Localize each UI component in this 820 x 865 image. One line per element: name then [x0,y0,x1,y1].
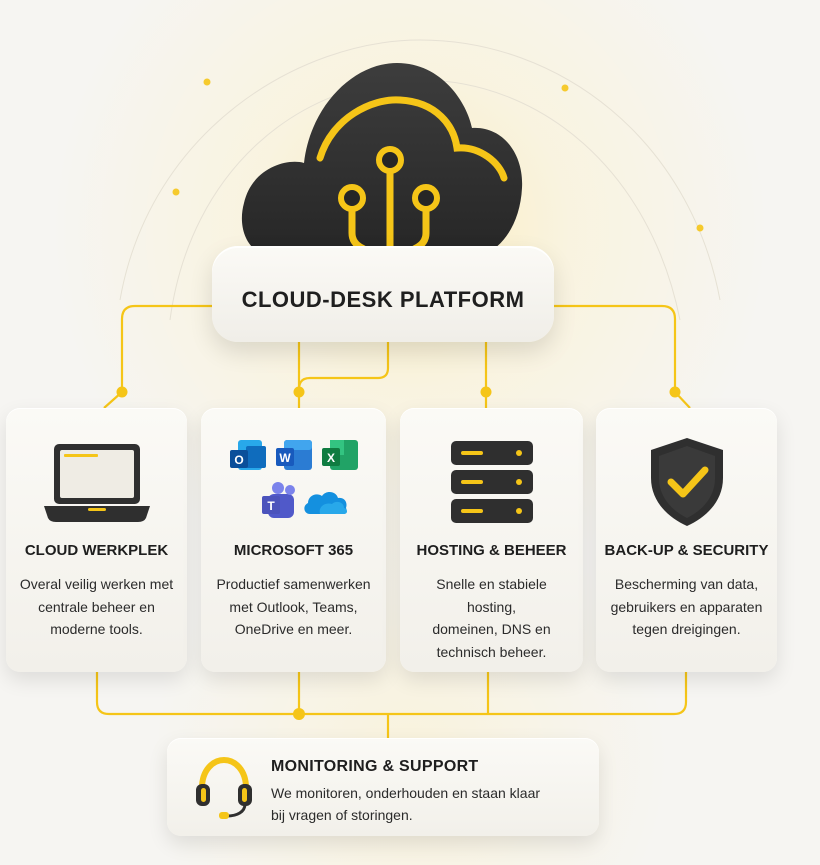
microsoft-365-apps-icon: O W X T [229,440,358,518]
card-title: BACK-UP & SECURITY [604,542,769,559]
teams-icon: T [261,482,295,518]
svg-text:T: T [267,499,275,513]
svg-text:X: X [326,451,334,465]
headset-icon [196,756,252,819]
card-title: MICROSOFT 365 [233,542,354,559]
monitoring-title: MONITORING & SUPPORT [271,758,479,775]
card-cloud-werkplek: CLOUD WERKPLEK Overal veilig werken met … [6,408,187,672]
outlook-icon: O [229,440,266,470]
card-back-up-security: BACK-UP & SECURITY Bescherming van data,… [596,408,777,672]
laptop-icon [43,444,150,522]
shield-check-icon [650,438,723,526]
card-description: Bescherming van data, gebruikers en appa… [610,576,763,637]
card-description: Overal veilig werken met centrale beheer… [19,576,174,637]
card-description: Productief samenwerken met Outlook, Team… [216,576,371,637]
excel-icon: X [321,440,358,470]
onedrive-icon [303,492,347,514]
card-title: HOSTING & BEHEER [416,542,567,559]
svg-text:W: W [279,451,291,465]
monitoring-description: We monitoren, onderhouden en staan klaar… [271,785,541,823]
platform-banner: CLOUD-DESK PLATFORM [212,246,554,342]
cloud-circuit-icon [241,63,523,266]
card-microsoft-365: O W X T [201,408,386,672]
card-title: CLOUD WERKPLEK [24,542,169,559]
platform-title: CLOUD-DESK PLATFORM [241,287,525,312]
monitoring-support-card: MONITORING & SUPPORT We monitoren, onder… [167,738,599,836]
card-hosting-beheer: HOSTING & BEHEER Snelle en stabiele host… [400,408,583,672]
word-icon: W [275,440,312,470]
server-rack-icon [450,441,533,523]
card-description: Snelle en stabiele hosting, domeinen, DN… [432,576,551,660]
svg-text:O: O [234,453,243,467]
